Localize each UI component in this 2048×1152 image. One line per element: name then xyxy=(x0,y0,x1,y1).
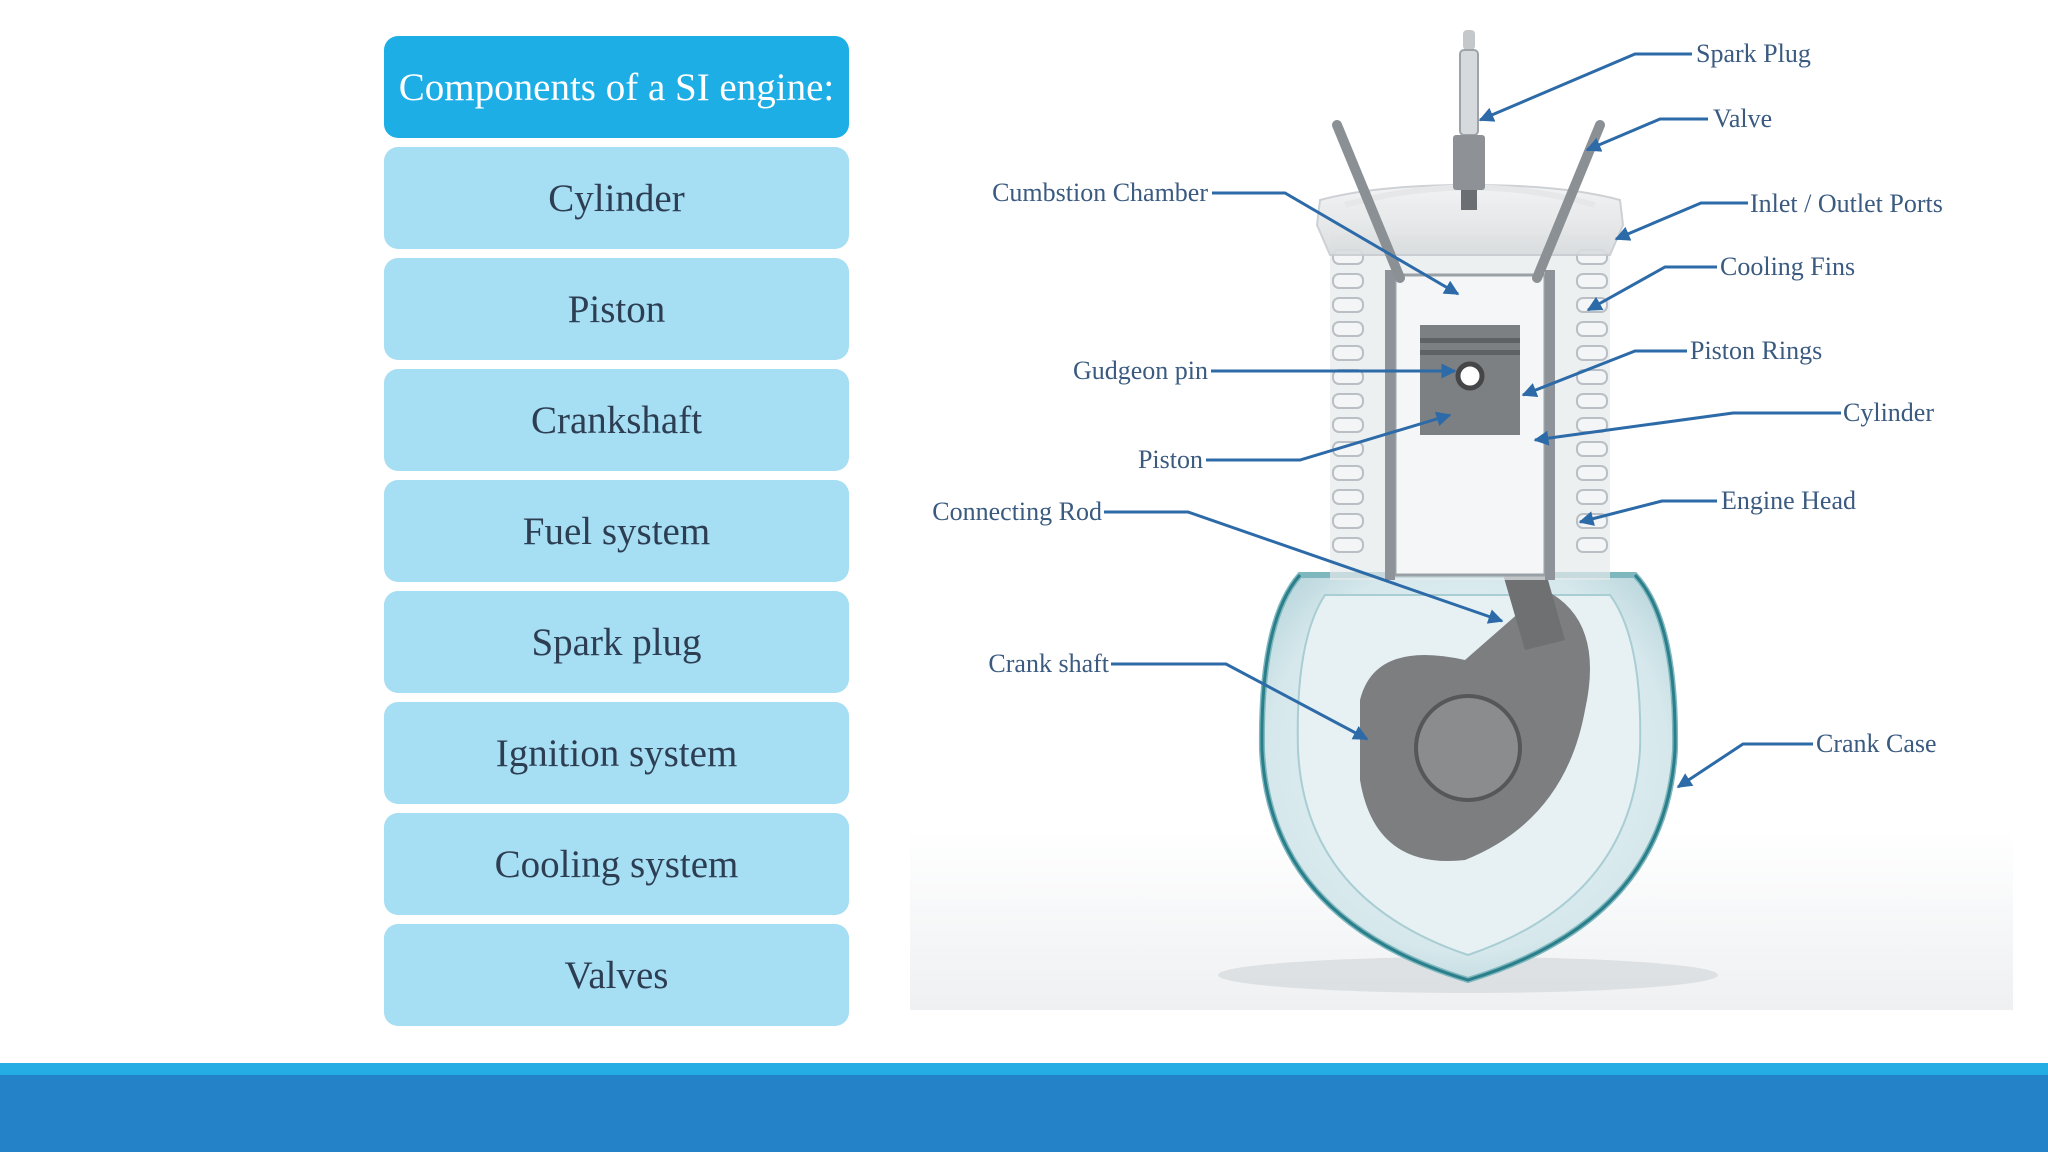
list-item-fuel-system: Fuel system xyxy=(384,480,849,582)
leader-crank-shaft xyxy=(1111,662,1369,741)
leader-piston-rings xyxy=(1521,349,1687,398)
label-crank-case: Crank Case xyxy=(1816,729,1937,758)
footer-bar xyxy=(0,1075,2048,1152)
label-engine-head: Engine Head xyxy=(1721,486,1856,515)
leader-cooling-fins xyxy=(1586,265,1717,312)
leader-engine-head xyxy=(1578,499,1717,526)
list-item-piston: Piston xyxy=(384,258,849,360)
leader-crank-case xyxy=(1676,742,1813,789)
label-cooling-fins: Cooling Fins xyxy=(1720,252,1855,281)
list-item-valves: Valves xyxy=(384,924,849,1026)
label-gudgeon-pin: Gudgeon pin xyxy=(1073,356,1208,385)
components-list: Components of a SI engine: Cylinder Pist… xyxy=(384,36,849,1035)
label-combustion-chamber: Cumbstion Chamber xyxy=(992,178,1208,207)
label-piston-rings: Piston Rings xyxy=(1690,336,1822,365)
leader-valve xyxy=(1585,117,1708,152)
label-cylinder: Cylinder xyxy=(1843,398,1934,427)
label-spark-plug: Spark Plug xyxy=(1696,39,1811,68)
label-valve: Valve xyxy=(1713,104,1772,133)
label-connecting-rod: Connecting Rod xyxy=(932,497,1102,526)
list-item-spark-plug: Spark plug xyxy=(384,591,849,693)
list-item-ignition-system: Ignition system xyxy=(384,702,849,804)
leader-piston xyxy=(1206,411,1452,462)
spark-plug-shape xyxy=(1453,30,1485,210)
leader-cylinder xyxy=(1533,411,1841,446)
list-item-cooling-system: Cooling system xyxy=(384,813,849,915)
list-item-cylinder: Cylinder xyxy=(384,147,849,249)
leader-spark-plug xyxy=(1478,52,1692,122)
leader-inlet-outlet-ports xyxy=(1614,201,1748,241)
crank-throw-shape xyxy=(1360,590,1590,861)
leader-connecting-rod xyxy=(1104,510,1504,624)
leader-combustion-chamber xyxy=(1212,191,1460,296)
engine-diagram: Spark Plug Valve Cumbstion Chamber Inlet… xyxy=(910,30,2013,1010)
list-item-crankshaft: Crankshaft xyxy=(384,369,849,471)
label-inlet-outlet-ports: Inlet / Outlet Ports xyxy=(1750,189,1943,218)
leader-lines xyxy=(1104,52,1841,789)
footer-accent-line xyxy=(0,1063,2048,1075)
label-piston: Piston xyxy=(1138,445,1203,474)
label-crank-shaft: Crank shaft xyxy=(988,649,1109,678)
components-header: Components of a SI engine: xyxy=(384,36,849,138)
